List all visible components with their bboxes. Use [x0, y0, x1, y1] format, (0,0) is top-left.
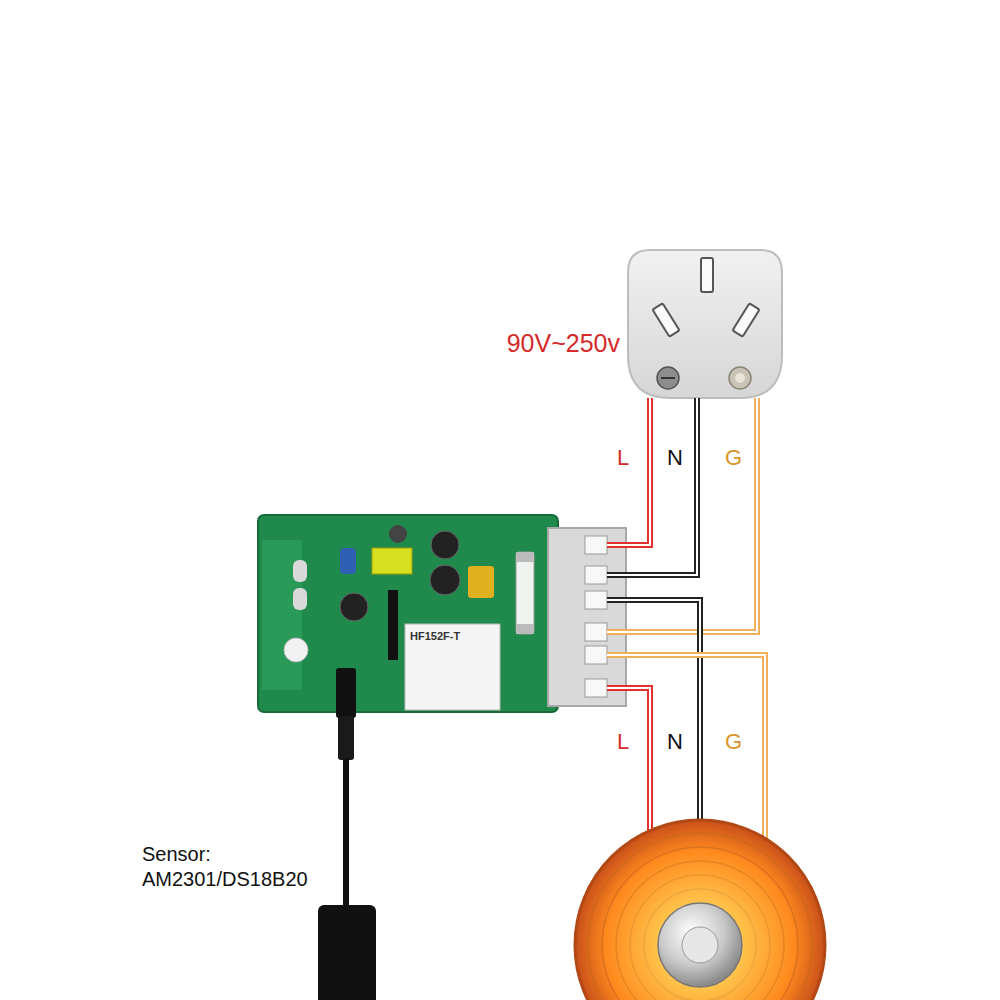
- push-button: [284, 638, 308, 662]
- heater-hub: [658, 903, 742, 987]
- terminal-slot: [585, 679, 607, 697]
- heater-knob: [682, 927, 718, 963]
- power-plug: [628, 250, 782, 398]
- wire-label: N: [667, 444, 683, 472]
- sensor-jack: [336, 668, 356, 718]
- pcb: [258, 515, 558, 712]
- screw-terminal: [729, 367, 751, 389]
- plug-pin: [732, 303, 759, 336]
- plug-body: [628, 250, 782, 398]
- sonoff-board: [258, 515, 626, 718]
- sensor-plug: [338, 716, 354, 760]
- grille-ring: [602, 847, 798, 1000]
- ground-wire: [607, 398, 757, 632]
- electrolytic-capacitor: [430, 565, 460, 595]
- wire-core: [607, 398, 757, 632]
- terminal-slot: [585, 591, 607, 609]
- fuse: [516, 552, 534, 634]
- fuse-cap: [516, 552, 534, 562]
- relay: [405, 624, 500, 710]
- grille-ring: [616, 861, 784, 1000]
- wires: [607, 398, 765, 840]
- terminal-slot: [585, 566, 607, 584]
- wire-core: [607, 600, 700, 822]
- sensor-label: Sensor: AM2301/DS18B20: [142, 842, 317, 892]
- electrolytic-capacitor: [431, 531, 459, 559]
- neutral-wire: [607, 600, 700, 822]
- wire-label: L: [617, 728, 629, 756]
- plug-pin: [652, 303, 679, 336]
- pin-header: [388, 590, 398, 660]
- fuse-cap: [516, 624, 534, 634]
- led: [293, 588, 307, 610]
- live-wire: [607, 398, 650, 545]
- grille-ring: [644, 889, 756, 1000]
- wire-core: [607, 398, 650, 545]
- wire-label: L: [617, 444, 629, 472]
- terminal-slot: [585, 646, 607, 664]
- voltage-label: 90V~250v: [507, 328, 620, 359]
- wire-core: [607, 688, 650, 832]
- relay-marking: HF152F-T: [410, 630, 460, 644]
- wire-label: N: [667, 728, 683, 756]
- screw-slot: [661, 377, 675, 379]
- led: [293, 560, 307, 582]
- terminal-block: [548, 528, 626, 706]
- neutral-wire: [607, 398, 697, 575]
- grille-ring: [588, 833, 812, 1000]
- wire-core: [607, 398, 697, 575]
- plug-pin: [701, 258, 713, 292]
- transformer: [372, 548, 412, 574]
- grille-ring: [630, 875, 770, 1000]
- wire-label: G: [725, 728, 742, 756]
- terminal-slot: [585, 536, 607, 554]
- wire-core: [607, 655, 765, 840]
- inductor: [389, 525, 407, 543]
- wire-label: G: [725, 444, 742, 472]
- sensor-cable: [343, 758, 349, 908]
- heater-grille: [575, 820, 825, 1000]
- ground-wire: [607, 655, 765, 840]
- heater: [575, 820, 825, 1000]
- sensor: [318, 716, 376, 1000]
- capacitor: [340, 548, 356, 574]
- live-wire: [607, 688, 650, 832]
- capacitor: [468, 566, 494, 598]
- terminal-slot: [585, 623, 607, 641]
- sensor-body: [318, 905, 376, 1000]
- screw-terminal: [657, 367, 679, 389]
- electrolytic-capacitor: [340, 593, 368, 621]
- screw-center: [735, 373, 745, 383]
